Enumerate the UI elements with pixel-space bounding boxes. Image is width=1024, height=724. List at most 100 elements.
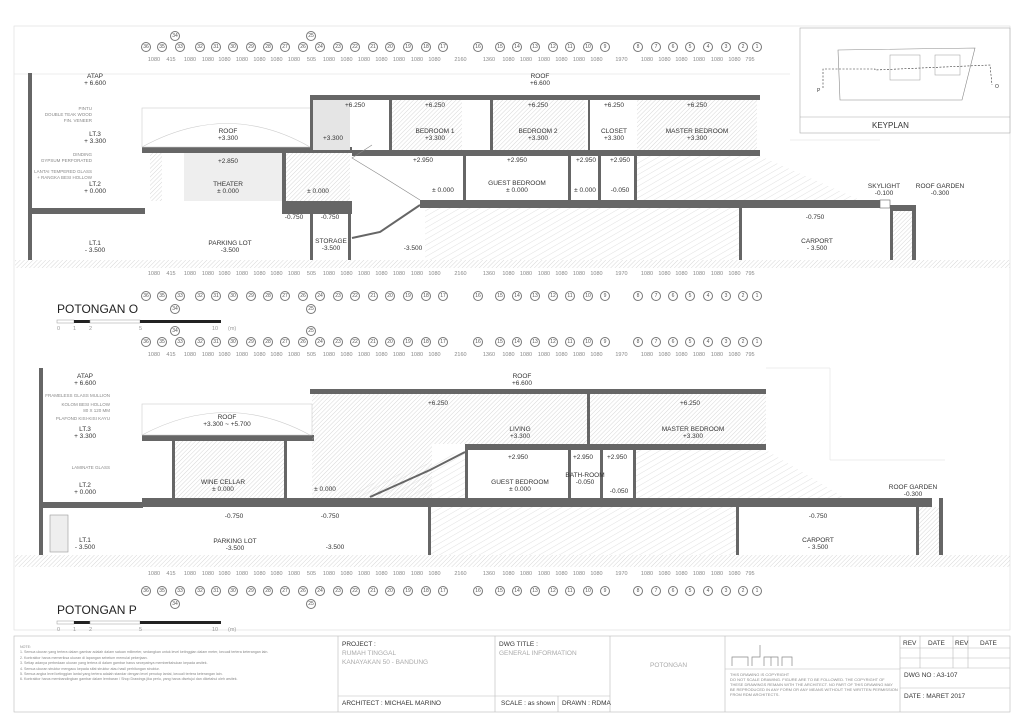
dwg-title: GENERAL INFORMATION <box>499 650 577 657</box>
note-ceiling: PLAFOND KISI-KISI KAYU <box>55 416 110 421</box>
grid-bubble: 2 <box>738 42 748 52</box>
grid-bubble: 19 <box>403 586 413 596</box>
rev-header-2: REV <box>955 640 969 647</box>
grid-bubble: 28 <box>263 586 273 596</box>
section-o-drawing <box>14 73 1010 268</box>
grid-dimension: 1080 <box>375 57 388 63</box>
grid-bubble: 5 <box>685 337 695 347</box>
grid-bubble: 33 <box>175 42 185 52</box>
grid-dimension: 1360 <box>482 57 496 63</box>
grid-bubble: 10 <box>583 337 593 347</box>
grid-dimension: 1080 <box>572 352 586 358</box>
grid-dimension: 1360 <box>482 271 496 277</box>
grid-dimension: 1080 <box>640 271 654 277</box>
grid-dimension: 1080 <box>410 352 424 358</box>
grid-bubble: 9 <box>600 291 610 301</box>
grid-dimension: 505 <box>306 271 317 277</box>
grid-dimension: 1080 <box>572 271 586 277</box>
grid-dimension: 1080 <box>537 571 551 577</box>
project-name: RUMAH TINGGAL <box>342 650 397 657</box>
grid-bubble: 9 <box>600 586 610 596</box>
keyplan-drawing <box>799 27 1011 134</box>
grid-dimension: 1080 <box>183 57 197 63</box>
grid-dimension: 1080 <box>410 271 424 277</box>
grid-bubble: 15 <box>495 586 505 596</box>
grid-dimension: 415 <box>166 57 176 63</box>
grid-bubble: 6 <box>668 586 678 596</box>
grid-dimension: 1080 <box>675 352 688 358</box>
grid-dimension: 1080 <box>235 571 249 577</box>
level-marker: ± 0.000 <box>307 188 329 195</box>
carport-label: CARPORT- 3.500 <box>801 238 833 252</box>
scale-bar-label: 10 <box>212 326 219 332</box>
grid-bubble: 14 <box>512 42 522 52</box>
grid-dimension: 2160 <box>454 571 467 577</box>
grid-bubble: 10 <box>583 291 593 301</box>
guest-bedroom-label: GUEST BEDROOM± 0.000 <box>491 479 549 493</box>
grid-bubble: 15 <box>495 337 505 347</box>
level-marker: +2.950 <box>507 454 529 461</box>
grid-dimension: 1080 <box>235 57 249 63</box>
grid-dimension: 1080 <box>253 271 266 277</box>
grid-bubble: 27 <box>280 586 290 596</box>
bedroom-1-label: BEDROOM 1+3.300 <box>415 128 455 142</box>
grid-dimension: 1080 <box>287 571 301 577</box>
grid-bubble: 7 <box>651 337 661 347</box>
grid-dimension: 1080 <box>322 352 336 358</box>
grid-bubble: 4 <box>703 42 713 52</box>
grid-bubble: 24 <box>315 337 325 347</box>
roof-label: ROOF+6.600 <box>511 373 533 387</box>
grid-bubble: 29 <box>246 42 256 52</box>
living-label: LIVING+3.300 <box>509 426 531 440</box>
grid-dimension: 1080 <box>537 57 551 63</box>
grid-dimension: 505 <box>306 57 317 63</box>
grid-dimension: 1080 <box>590 57 603 63</box>
grid-bubble: 19 <box>403 42 413 52</box>
level-marker: +6.250 <box>344 102 366 109</box>
rev-header-1: REV <box>903 640 917 647</box>
storage-label: STORAGE-3.500 <box>315 238 347 252</box>
grid-dimension: 1080 <box>519 57 533 63</box>
scale-bar-label: 2 <box>89 326 93 332</box>
level-lt2: LT.2+ 0.000 <box>84 181 106 195</box>
level-marker: +6.250 <box>686 102 708 109</box>
grid-dimension: 1080 <box>502 352 515 358</box>
level-marker: ± 0.000 <box>314 486 336 493</box>
grid-bubble: 32 <box>195 337 205 347</box>
grid-dimension: 505 <box>306 571 317 577</box>
section-p-title: POTONGAN P <box>57 603 137 617</box>
bath-room-label: BATH-ROOM-0.050 <box>565 472 605 486</box>
grid-bubble: 16 <box>473 42 483 52</box>
grid-dimension: 1080 <box>658 271 671 277</box>
grid-dimension: 415 <box>166 271 176 277</box>
grid-dimension: 1080 <box>392 57 406 63</box>
grid-dimension: 1080 <box>270 571 283 577</box>
grid-dimension: 1080 <box>183 271 197 277</box>
grid-bubble: 30 <box>228 337 238 347</box>
grid-bubble: 21 <box>368 337 378 347</box>
grid-bubble: 21 <box>368 42 378 52</box>
grid-bubble: 25 <box>306 326 316 336</box>
grid-dimension: 1080 <box>218 571 231 577</box>
grid-dimension: 1080 <box>519 571 533 577</box>
grid-bubble: 27 <box>280 337 290 347</box>
grid-dimension: 1080 <box>728 352 741 358</box>
grid-bubble: 16 <box>473 586 483 596</box>
grid-dimension: 1080 <box>357 571 371 577</box>
grid-dimension: 1080 <box>502 57 515 63</box>
grid-dimension: 1080 <box>183 571 197 577</box>
level-marker: +2.950 <box>506 157 528 164</box>
grid-dimension: 795 <box>745 57 755 63</box>
keyplan-title: KEYPLAN <box>872 121 909 130</box>
grid-dimension: 1080 <box>147 57 161 63</box>
grid-dimension: 2160 <box>454 271 467 277</box>
grid-dimension: 1080 <box>728 571 741 577</box>
grid-dimension: 795 <box>745 571 755 577</box>
grid-bubble: 19 <box>403 291 413 301</box>
grid-bubble: 21 <box>368 586 378 596</box>
grid-bubble: 3 <box>721 337 731 347</box>
level-marker: -0.750 <box>808 513 828 520</box>
